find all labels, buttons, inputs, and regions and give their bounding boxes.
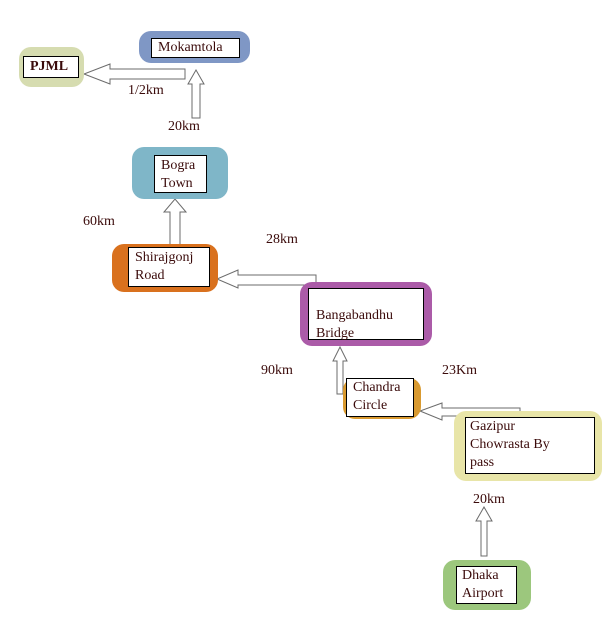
arrow-bridge-to-shirajgonj <box>215 269 317 289</box>
node-pjml-label: PJML <box>23 56 79 78</box>
node-gazipur-chowrasta-label: Gazipur Chowrasta By pass <box>465 417 595 474</box>
distance-bridge-shirajgonj: 28km <box>266 232 298 247</box>
node-mokamtola: Mokamtola <box>139 31 250 63</box>
node-dhaka-airport: Dhaka Airport <box>443 560 531 610</box>
arrow-shirajgonj-to-bogra <box>162 198 188 247</box>
node-dhaka-airport-label: Dhaka Airport <box>456 566 517 604</box>
distance-chandra-bridge: 90km <box>261 363 293 378</box>
node-mokamtola-label: Mokamtola <box>151 38 240 58</box>
distance-dhaka-gazipur: 20km <box>473 492 505 507</box>
distance-bogra-mokamtola: 20km <box>168 119 200 134</box>
arrow-bogra-to-mokamtola <box>187 68 205 119</box>
distance-shirajgonj-bogra: 60km <box>83 214 115 229</box>
node-pjml: PJML <box>19 47 84 87</box>
node-chandra-circle-label: Chandra Circle <box>346 378 414 417</box>
node-bangabandhu-bridge: Bangabandhu Bridge <box>300 282 432 346</box>
node-bogra-town-label: Bogra Town <box>154 155 207 193</box>
node-chandra-circle: Chandra Circle <box>343 378 421 419</box>
node-bogra-town: Bogra Town <box>132 147 228 199</box>
distance-mokamtola-pjml: 1/2km <box>128 83 164 98</box>
node-shirajgonj-road-label: Shirajgonj Road <box>128 247 210 287</box>
arrow-dhaka-to-gazipur <box>475 505 493 557</box>
node-bangabandhu-bridge-label: Bangabandhu Bridge <box>308 288 424 341</box>
distance-gazipur-chandra: 23Km <box>442 363 477 378</box>
arrow-mokamtola-to-pjml <box>82 63 186 85</box>
node-shirajgonj-road: Shirajgonj Road <box>112 244 218 292</box>
node-gazipur-chowrasta: Gazipur Chowrasta By pass <box>454 411 602 481</box>
